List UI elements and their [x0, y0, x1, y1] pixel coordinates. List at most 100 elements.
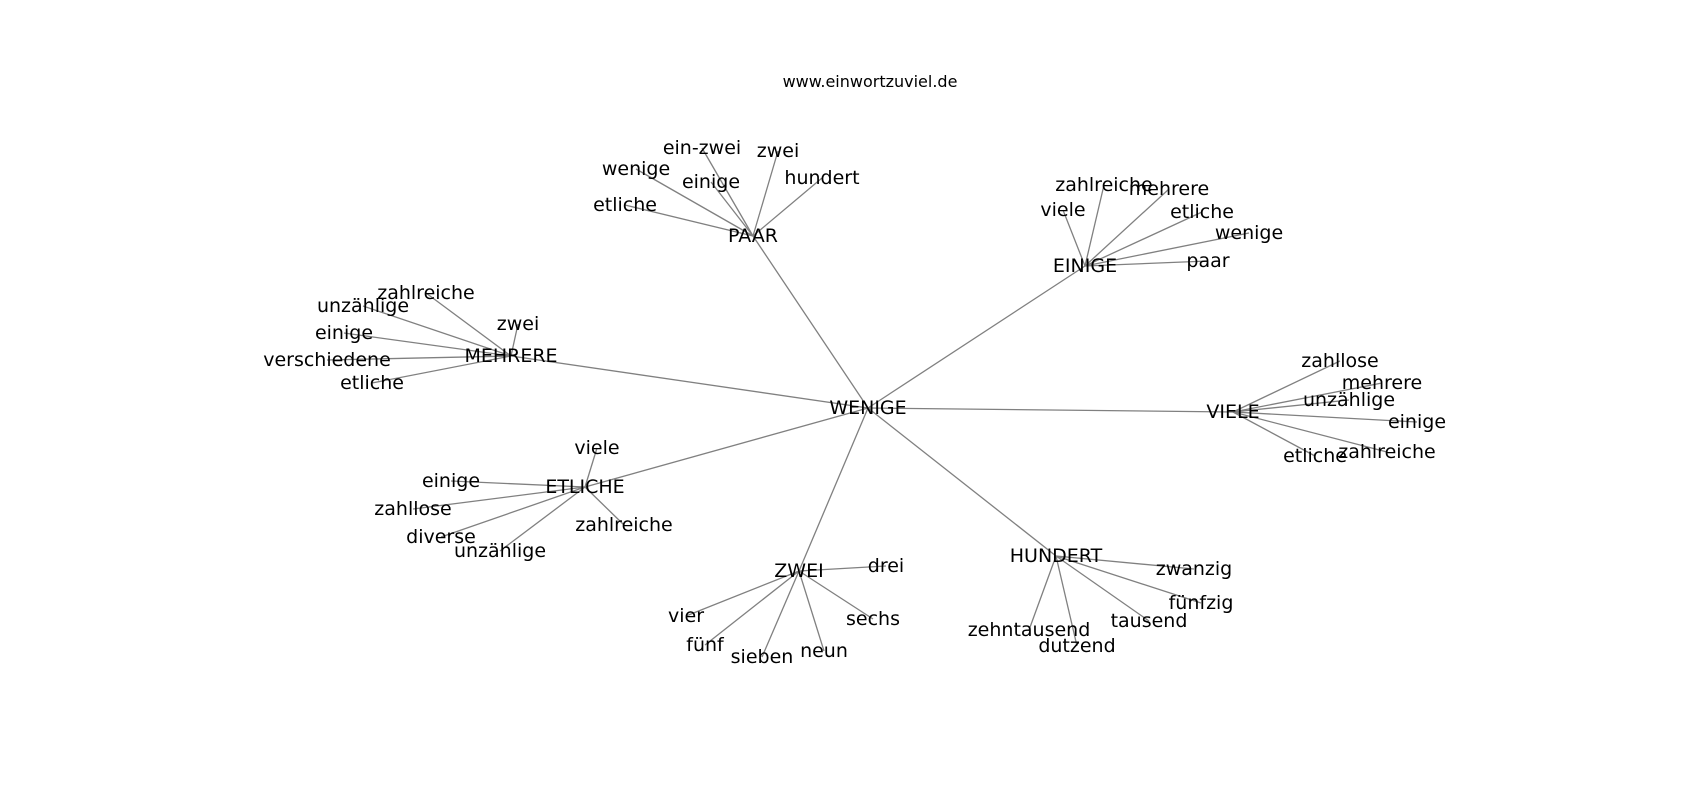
hub-node-viele: VIELE [1206, 401, 1259, 423]
leaf-node-paar-etliche: etliche [593, 194, 657, 216]
edge-paar-etliche [624, 204, 754, 237]
edge-hundert-fuenfzig [1055, 555, 1202, 604]
leaf-node-paar-ein-zwei: ein-zwei [663, 137, 741, 159]
leaf-node-etliche-zahllose: zahllose [374, 498, 451, 520]
edge-hundert-dutzend [1055, 555, 1078, 647]
hub-node-etliche: ETLICHE [545, 476, 624, 498]
edge-mehrere-unzaehlige [362, 305, 512, 357]
edge-paar-zwei [752, 150, 779, 237]
leaf-node-paar-wenige: wenige [602, 158, 670, 180]
leaf-node-einige-wenige: wenige [1215, 222, 1283, 244]
edge-viele-etliche [1232, 411, 1316, 457]
leaf-node-zwei-neun: neun [800, 640, 848, 662]
edge-root-hundert [867, 407, 1057, 557]
leaf-node-hundert-tausend: tausend [1111, 610, 1188, 632]
edge-mehrere-zwei [510, 323, 519, 357]
leaf-node-etliche-zahlreiche: zahlreiche [575, 514, 672, 536]
leaf-node-etliche-einige: einige [422, 470, 480, 492]
edge-viele-zahllose [1232, 360, 1341, 413]
edge-root-viele [867, 407, 1234, 413]
hub-node-mehrere: MEHRERE [464, 345, 557, 367]
edge-paar-wenige [635, 168, 754, 237]
edge-root-paar [752, 235, 869, 409]
leaf-node-viele-mehrere: mehrere [1342, 372, 1422, 394]
leaf-node-hundert-zehntausend: zehntausend [968, 619, 1091, 641]
edge-paar-ein-zwei [701, 147, 754, 237]
hub-node-paar: PAAR [728, 225, 778, 247]
edge-einige-viele [1062, 209, 1086, 267]
leaf-node-einige-etliche: etliche [1170, 201, 1234, 223]
leaf-node-einige-zahlreiche: zahlreiche [1055, 174, 1152, 196]
leaf-node-mehrere-einige: einige [315, 322, 373, 344]
edge-mehrere-zahlreiche [425, 292, 512, 357]
leaf-node-etliche-viele: viele [574, 437, 619, 459]
hub-node-zwei: ZWEI [774, 560, 823, 582]
leaf-node-etliche-diverse: diverse [406, 526, 476, 548]
edge-etliche-zahllose [412, 486, 586, 510]
edge-mehrere-einige [343, 332, 512, 357]
edge-einige-mehrere [1084, 188, 1170, 267]
edge-zwei-fuenf [704, 570, 800, 646]
leaf-node-viele-einige: einige [1388, 411, 1446, 433]
edge-einige-paar [1084, 260, 1209, 267]
edge-root-mehrere [510, 355, 869, 409]
root-node-label: WENIGE [829, 397, 906, 419]
hub-node-einige: EINIGE [1053, 255, 1117, 277]
labels-layer: WENIGE PAAR ein-zwei zwei wenige einige hunder… [263, 137, 1446, 668]
leaf-node-mehrere-unzaehlige: unzählige [317, 295, 409, 317]
leaf-node-paar-zwei: zwei [757, 140, 799, 162]
leaf-node-einige-mehrere: mehrere [1129, 178, 1209, 200]
edge-etliche-einige [450, 480, 586, 488]
edge-hundert-tausend [1055, 555, 1150, 622]
edge-zwei-sechs [798, 570, 874, 620]
leaf-node-einige-viele: viele [1040, 199, 1085, 221]
edge-viele-unzaehlige [1232, 399, 1350, 413]
edge-etliche-diverse [440, 486, 586, 538]
leaf-node-zwei-vier: vier [668, 605, 704, 627]
edge-paar-einige [710, 181, 754, 237]
leaf-node-hundert-zwanzig: zwanzig [1156, 558, 1233, 580]
leaf-node-mehrere-zahlreiche: zahlreiche [377, 282, 474, 304]
edge-mehrere-etliche [371, 355, 512, 384]
leaf-node-einige-paar: paar [1186, 250, 1229, 272]
leaf-node-mehrere-verschiedene: verschiedene [263, 349, 391, 371]
edge-mehrere-verschiedene [326, 355, 512, 361]
leaf-node-zwei-fuenf: fünf [686, 634, 725, 656]
edge-etliche-viele [584, 447, 598, 488]
edge-einige-wenige [1084, 232, 1250, 267]
edge-zwei-vier [685, 570, 800, 617]
edge-etliche-unzaehlige [499, 486, 586, 552]
edge-zwei-sieben [761, 570, 800, 658]
leaf-node-mehrere-zwei: zwei [497, 313, 539, 335]
leaf-node-mehrere-etliche: etliche [340, 372, 404, 394]
site-url-title: www.einwortzuviel.de [783, 72, 958, 91]
leaf-node-paar-hundert: hundert [784, 167, 859, 189]
edges-layer [326, 147, 1418, 658]
leaf-node-viele-zahllose: zahllose [1301, 350, 1378, 372]
leaf-node-viele-zahlreiche: zahlreiche [1338, 441, 1435, 463]
hub-node-hundert: HUNDERT [1010, 545, 1103, 567]
edge-viele-einige [1232, 411, 1418, 423]
edge-zwei-neun [798, 570, 825, 652]
leaf-node-paar-einige: einige [682, 171, 740, 193]
leaf-node-zwei-sieben: sieben [731, 646, 794, 668]
edge-hundert-zehntausend [1028, 555, 1057, 631]
edge-paar-hundert [752, 177, 823, 237]
edge-root-etliche [584, 407, 869, 488]
edge-einige-zahlreiche [1084, 184, 1105, 267]
edge-root-einige [867, 265, 1086, 409]
edge-hundert-zwanzig [1055, 555, 1195, 570]
leaf-node-hundert-fuenfzig: fünfzig [1169, 592, 1234, 614]
leaf-node-viele-etliche: etliche [1283, 445, 1347, 467]
leaf-node-hundert-dutzend: dutzend [1038, 635, 1115, 657]
leaf-node-zwei-sechs: sechs [846, 608, 900, 630]
leaf-node-viele-unzaehlige: unzählige [1303, 389, 1395, 411]
edge-einige-etliche [1084, 211, 1203, 267]
edge-root-zwei [798, 407, 869, 572]
edge-viele-mehrere [1232, 382, 1383, 413]
leaf-node-zwei-drei: drei [868, 555, 904, 577]
edge-viele-zahlreiche [1232, 411, 1388, 453]
leaf-node-etliche-unzaehlige: unzählige [454, 540, 546, 562]
edge-zwei-drei [798, 565, 887, 572]
